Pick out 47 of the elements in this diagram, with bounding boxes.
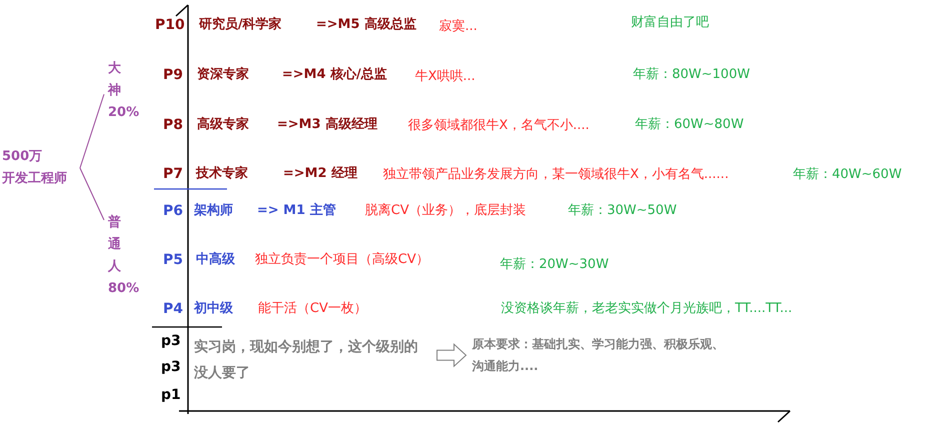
level-label: P8 <box>163 116 184 134</box>
description: 独立带领产品业务发展方向，某一领域很牛X，小有名气...... <box>383 166 729 184</box>
manager-title: =>M4 核心/总监 <box>282 66 388 84</box>
job-title: 研究员/科学家 <box>199 16 282 34</box>
salary-note: 年薪：20W~30W <box>500 256 609 274</box>
branch-line <box>80 94 104 168</box>
job-title: 架构师 <box>194 202 233 220</box>
group-label: 80% <box>108 280 140 298</box>
salary-note: 年薪：40W~60W <box>793 166 902 184</box>
hollow-arrow <box>436 343 467 368</box>
job-title: 高级专家 <box>197 116 249 134</box>
description: 牛X哄哄... <box>415 68 476 86</box>
group-label: 普通人 <box>108 214 121 276</box>
salary-note: 财富自由了吧 <box>631 14 709 32</box>
note-text: 原本要求：基础扎实、学习能力强、积极乐观、沟通能力.... <box>472 336 725 376</box>
salary-note: 没资格谈年薪，老老实实做个月光族吧，TT....TT... <box>501 300 792 318</box>
level-label: p1 <box>161 386 181 404</box>
group-label: 开发工程师 <box>2 170 68 188</box>
manager-title: =>M5 高级总监 <box>316 16 416 34</box>
group-label: 20% <box>108 104 140 122</box>
description: 独立负责一个项目（高级CV） <box>255 251 429 269</box>
level-label: P6 <box>163 202 184 220</box>
job-title: 初中级 <box>194 300 233 318</box>
level-label: P4 <box>163 300 184 318</box>
branch-line <box>80 168 104 220</box>
salary-note: 年薪：30W~50W <box>568 202 677 220</box>
level-label: P7 <box>163 165 184 183</box>
manager-title: =>M2 经理 <box>283 165 358 183</box>
level-label: p3 <box>161 358 181 376</box>
description: 能干活（CV一枚） <box>258 300 367 318</box>
salary-note: 年薪：60W~80W <box>635 116 744 134</box>
level-label: p3 <box>161 332 181 350</box>
description: 寂寞... <box>439 18 478 36</box>
note-text: 实习岗，现如今别想了，这个级别的没人要了 <box>194 338 419 383</box>
level-label: P9 <box>163 66 184 84</box>
group-label: 500万 <box>2 148 44 166</box>
manager-title: =>M3 高级经理 <box>277 116 378 134</box>
description: 脱离CV（业务），底层封装 <box>365 202 526 220</box>
job-title: 中高级 <box>196 251 235 269</box>
job-title: 资深专家 <box>197 66 249 84</box>
description: 很多领域都很牛X，名气不小.... <box>408 117 590 135</box>
level-label: P10 <box>155 16 185 34</box>
level-label: P5 <box>163 251 184 269</box>
group-label: 大神 <box>108 60 121 100</box>
manager-title: => M1 主管 <box>257 202 336 220</box>
salary-note: 年薪：80W~100W <box>633 66 750 84</box>
job-title: 技术专家 <box>196 165 248 183</box>
